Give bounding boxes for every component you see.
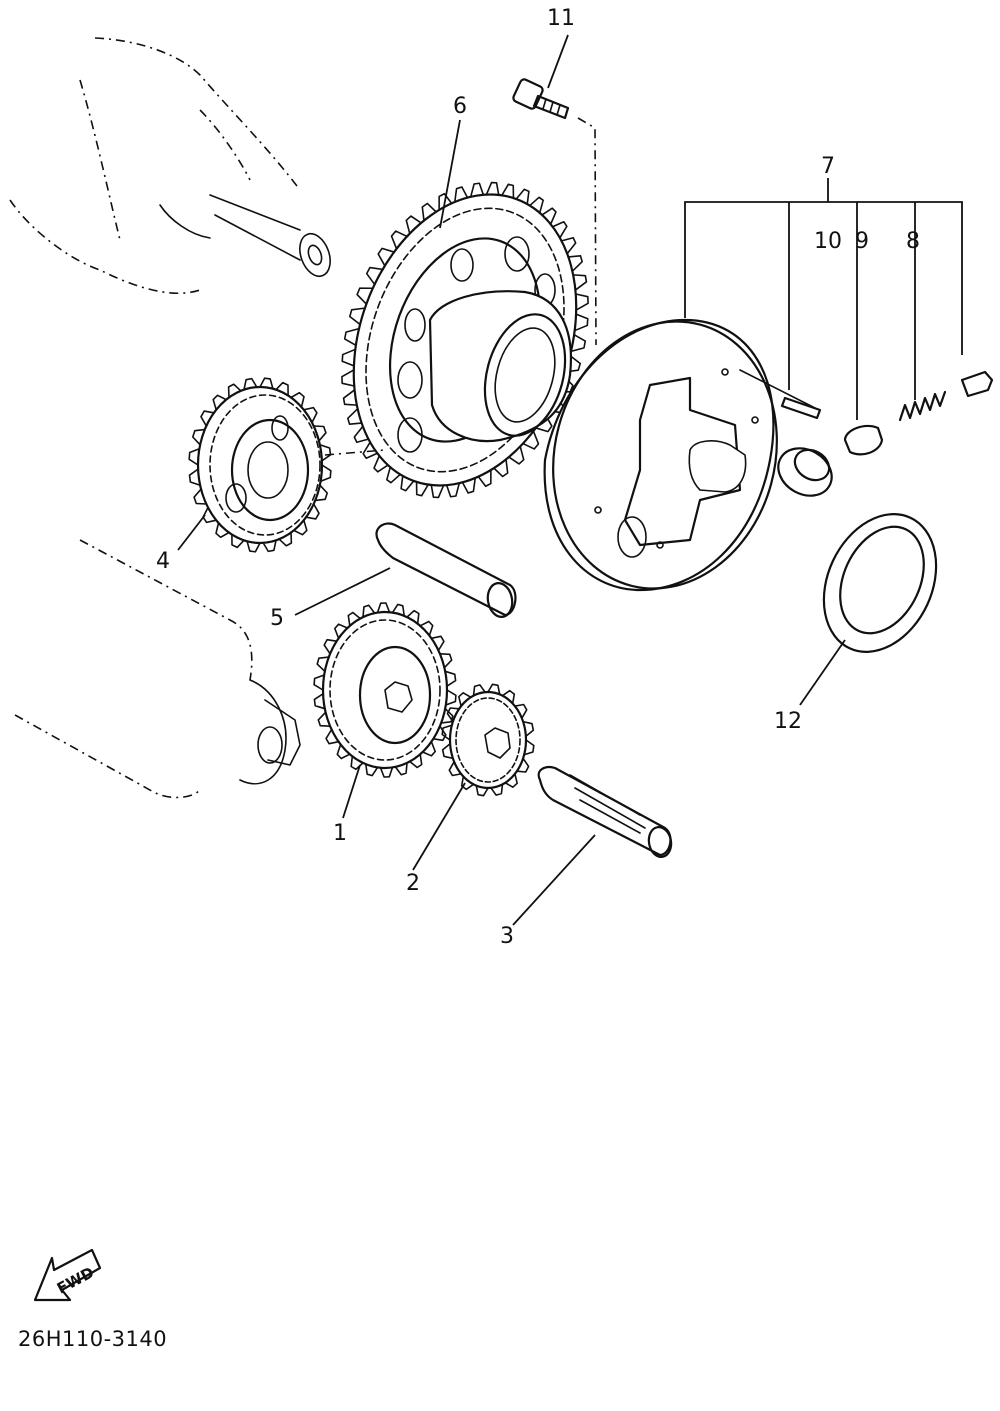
shaft-3 xyxy=(537,766,673,858)
bolt-11 xyxy=(512,78,570,120)
crankshaft-outline xyxy=(9,37,331,294)
callout-10: 10 xyxy=(814,229,842,254)
callout-11: 11 xyxy=(547,6,575,31)
clutch-housing xyxy=(543,318,778,592)
plunger-9 xyxy=(843,424,884,456)
callout-2: 2 xyxy=(406,871,420,896)
gear-4 xyxy=(196,385,324,545)
gear-1-teeth-path xyxy=(313,602,457,778)
gear-2 xyxy=(448,690,528,790)
bolt-11-axis xyxy=(577,117,597,346)
shaft-5 xyxy=(375,522,517,618)
cap-7 xyxy=(960,370,994,398)
gear-1-teeth xyxy=(313,602,457,778)
callout-12: 12 xyxy=(774,709,802,734)
pin-10 xyxy=(739,369,822,420)
callout-5: 5 xyxy=(270,606,284,631)
fwd-arrow: FWD xyxy=(33,1248,102,1302)
callout-1: 1 xyxy=(333,821,347,846)
assembly-7-bracket xyxy=(684,201,963,420)
roller-10 xyxy=(777,447,833,497)
gear-6-teeth-path xyxy=(341,181,589,499)
large-gear-6 xyxy=(352,193,578,487)
gear-1 xyxy=(321,610,449,770)
callout-7: 7 xyxy=(821,154,835,179)
gear-4-teeth-path xyxy=(188,377,332,553)
callout-3: 3 xyxy=(500,924,514,949)
gear-4-axis xyxy=(324,449,386,456)
output-shaft-outline xyxy=(14,539,301,799)
spring-8 xyxy=(898,390,947,422)
callout-9: 9 xyxy=(855,229,869,254)
washer-12 xyxy=(822,513,938,653)
callout-6: 6 xyxy=(453,94,467,119)
callout-4: 4 xyxy=(156,549,170,574)
gear-6-teeth xyxy=(341,181,589,499)
leader-lines xyxy=(177,34,846,926)
gear-4-teeth xyxy=(188,377,332,553)
diagram-code: 26H110-3140 xyxy=(18,1327,167,1351)
callout-8: 8 xyxy=(906,229,920,254)
